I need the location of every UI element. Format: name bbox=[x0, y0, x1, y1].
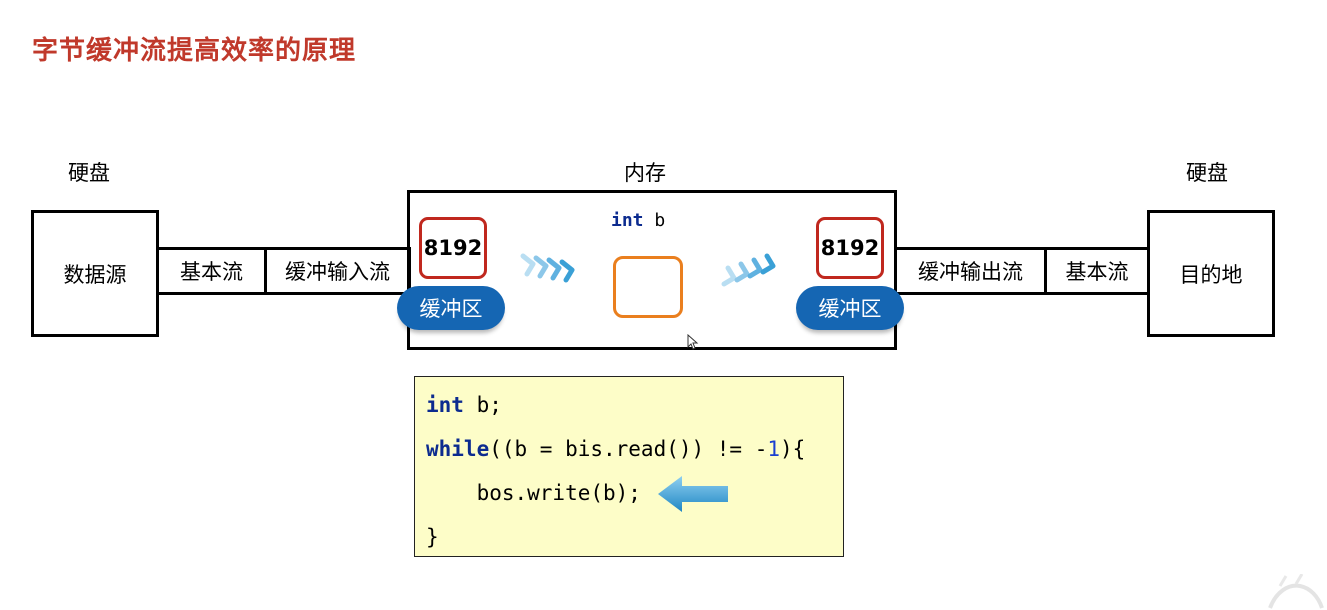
code-line-2: while((b = bis.read()) != -1){ bbox=[426, 437, 805, 461]
code-line-4: } bbox=[426, 525, 439, 549]
left-buffer-size-value: 8192 bbox=[423, 236, 483, 260]
left-disk-heading: 硬盘 bbox=[68, 161, 110, 185]
right-buffer-size: 8192 bbox=[816, 217, 884, 279]
page-title: 字节缓冲流提高效率的原理 bbox=[32, 36, 357, 66]
code-keyword-while: while bbox=[426, 437, 490, 461]
input-stream-bar: 基本流 缓冲输入流 bbox=[156, 247, 411, 295]
buffered-output-stream-label: 缓冲输出流 bbox=[918, 260, 1023, 284]
code-line-4-text: } bbox=[426, 525, 439, 549]
data-source-box: 数据源 bbox=[31, 210, 159, 337]
watermark-icon bbox=[1268, 574, 1324, 609]
right-disk-heading: 硬盘 bbox=[1186, 161, 1228, 185]
variable-type: int bbox=[611, 210, 644, 231]
destination-label: 目的地 bbox=[1179, 262, 1243, 287]
variable-box bbox=[613, 256, 683, 318]
input-basic-stream: 基本流 bbox=[159, 250, 264, 292]
left-buffer-pill: 缓冲区 bbox=[397, 286, 505, 330]
right-buffer-size-value: 8192 bbox=[820, 236, 880, 260]
code-line-2-end: ){ bbox=[780, 437, 806, 461]
code-block: int b; while((b = bis.read()) != -1){ bo… bbox=[414, 376, 844, 557]
buffered-input-stream-label: 缓冲输入流 bbox=[285, 260, 390, 284]
data-source-label: 数据源 bbox=[63, 262, 127, 287]
code-line-1: int b; bbox=[426, 393, 502, 417]
code-line-2-text: ((b = bis.read()) != - bbox=[489, 437, 768, 461]
buffered-input-stream: 缓冲输入流 bbox=[264, 250, 408, 292]
variable-name: b bbox=[654, 210, 666, 231]
flow-chevrons-icon bbox=[721, 253, 776, 287]
code-line-1-text: b; bbox=[463, 393, 502, 417]
code-line-3-text: bos.write(b); bbox=[426, 481, 641, 505]
code-line-3: bos.write(b); bbox=[426, 481, 641, 505]
output-basic-stream-label: 基本流 bbox=[1065, 260, 1129, 284]
input-basic-stream-label: 基本流 bbox=[180, 260, 243, 284]
pointer-arrow-icon bbox=[658, 476, 728, 512]
mouse-cursor-icon bbox=[687, 334, 699, 350]
code-keyword-int: int bbox=[426, 393, 464, 417]
variable-declaration: int b bbox=[611, 210, 665, 231]
code-number: 1 bbox=[767, 437, 781, 461]
buffered-output-stream: 缓冲输出流 bbox=[897, 250, 1044, 292]
right-buffer-pill: 缓冲区 bbox=[796, 286, 904, 330]
left-buffer-size: 8192 bbox=[419, 217, 487, 279]
right-buffer-label: 缓冲区 bbox=[818, 297, 882, 321]
flow-chevrons-icon bbox=[520, 253, 575, 283]
destination-box: 目的地 bbox=[1147, 210, 1275, 337]
output-basic-stream: 基本流 bbox=[1044, 250, 1147, 292]
memory-heading: 内存 bbox=[624, 161, 666, 185]
left-buffer-label: 缓冲区 bbox=[419, 297, 483, 321]
output-stream-bar: 缓冲输出流 基本流 bbox=[894, 247, 1150, 295]
